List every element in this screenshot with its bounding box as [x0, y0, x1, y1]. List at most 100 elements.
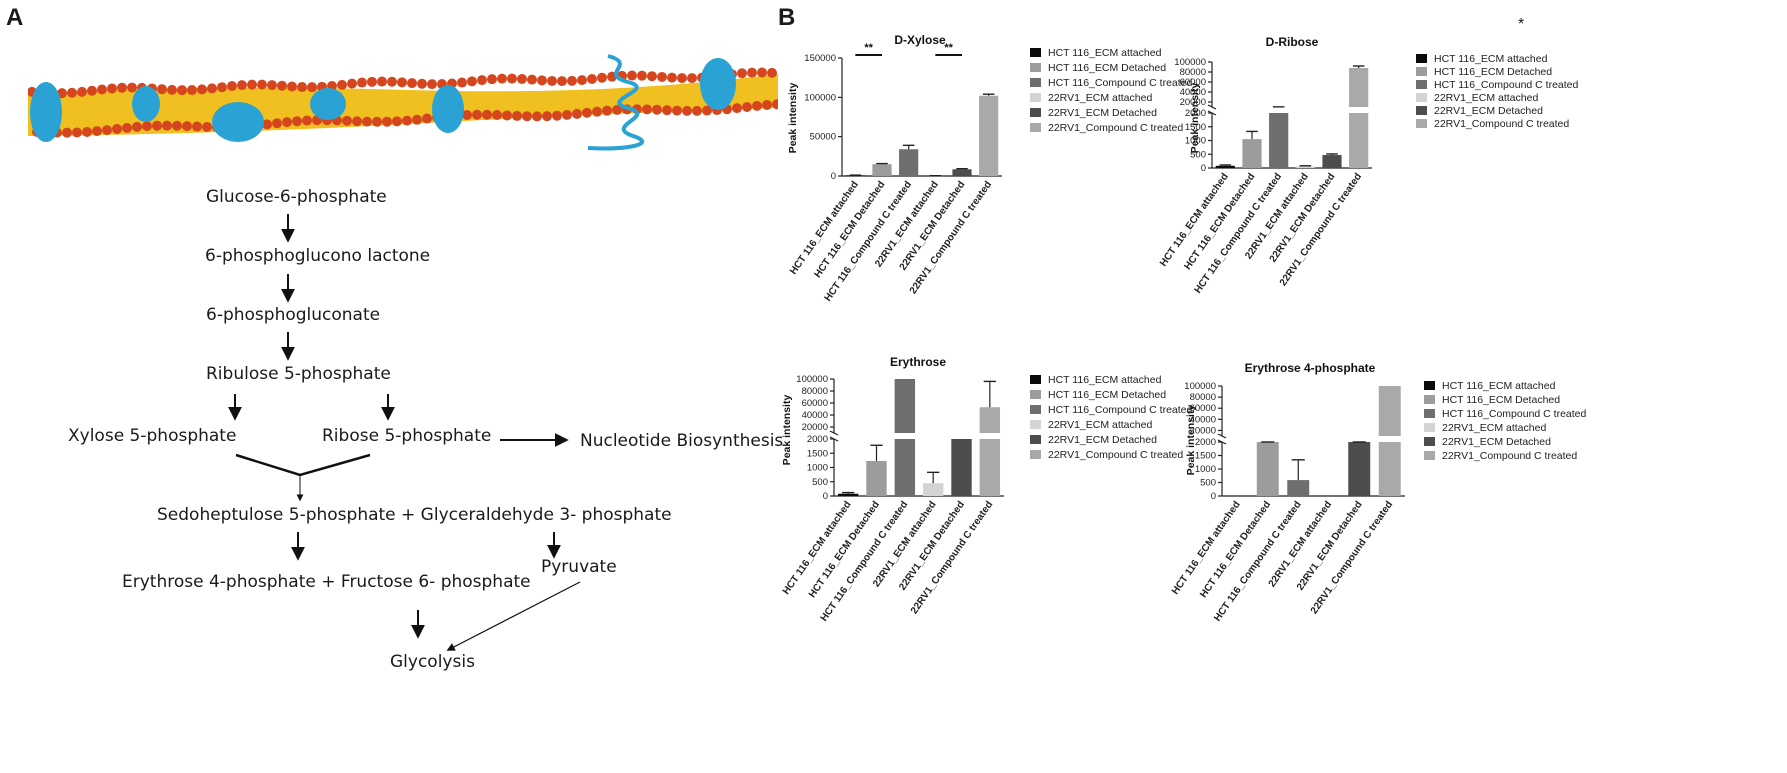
lipid-head — [117, 82, 127, 93]
lipid-head — [107, 83, 117, 94]
node-glucose-6-phosphate: Glucose-6-phosphate — [206, 187, 387, 207]
y-tick-label: 0 — [831, 171, 836, 182]
lipid-head — [472, 109, 482, 120]
legend-swatch — [1424, 409, 1435, 418]
lipid-head — [752, 100, 762, 111]
axes — [1207, 61, 1372, 169]
lipid-head — [527, 74, 537, 85]
lipid-head — [167, 84, 177, 95]
y-tick-label: 80000 — [1190, 392, 1216, 403]
node-pyruvate: Pyruvate — [541, 557, 617, 577]
legend-label: 22RV1_Compound C treated — [1434, 118, 1569, 130]
lipid-head — [692, 105, 702, 116]
lipid-head — [157, 84, 167, 95]
chart-title: D-Xylose — [894, 33, 946, 47]
lipid-head — [282, 117, 292, 128]
node-ribulose-5-phosphate: Ribulose 5-phosphate — [206, 364, 391, 384]
lipid-head — [672, 105, 682, 116]
lipid-head — [577, 75, 587, 86]
bar-break-gap — [893, 433, 917, 439]
lipid-head — [467, 76, 477, 87]
lipid-head — [377, 76, 387, 87]
lipid-head — [482, 109, 492, 120]
lipid-head — [132, 121, 142, 132]
lipid-head — [172, 120, 182, 131]
y-tick-label: 40000 — [1190, 414, 1216, 425]
axes — [838, 57, 1002, 177]
chart-title: Erythrose — [890, 355, 946, 369]
lipid-head — [567, 75, 577, 86]
y-tick-label: 1000 — [1185, 136, 1206, 147]
y-tick-label: 60000 — [1190, 403, 1216, 414]
lipid-head — [122, 122, 132, 133]
node-phosphogluconate: 6-phosphogluconate — [206, 305, 381, 325]
legend-swatch — [1030, 78, 1041, 87]
lipid-head — [512, 110, 522, 121]
panel-b-label: B — [778, 4, 796, 31]
lipid-head — [612, 104, 622, 115]
lipid-head — [772, 99, 778, 110]
lipid-head — [62, 127, 72, 138]
lipid-head — [247, 79, 257, 90]
lipid-head — [192, 121, 202, 132]
lipid-head — [82, 126, 92, 137]
lipid-head — [757, 67, 767, 78]
legend-label: HCT 116_ECM Detached — [1048, 62, 1166, 74]
legend-label: 22RV1_ECM Detached — [1434, 105, 1543, 117]
lipid-head — [677, 73, 687, 84]
legend-label: 22RV1_Compound C treated — [1442, 450, 1577, 462]
y-tick-label: 0 — [823, 491, 828, 502]
y-axis-title: Peak intensity — [787, 83, 799, 154]
legend-label: 22RV1_Compound C treated — [1048, 449, 1183, 461]
lipid-head — [207, 83, 217, 94]
membrane-protein — [310, 88, 346, 120]
lipid-head — [57, 88, 67, 99]
bar-break-gap — [978, 433, 1002, 439]
bar — [1295, 166, 1315, 168]
lipid-head — [492, 110, 502, 121]
lipid-head — [417, 78, 427, 89]
legend-swatch — [1416, 80, 1427, 89]
legend-label: HCT 116_ECM attached — [1048, 374, 1162, 386]
bar — [979, 95, 999, 176]
lipid-head — [662, 105, 672, 116]
bar — [979, 407, 1001, 496]
y-tick-label: 20000 — [802, 422, 828, 433]
lipid-head — [287, 81, 297, 92]
lipid-head — [127, 82, 137, 93]
lipid-head — [92, 126, 102, 137]
y-axis-title: Peak intensity — [1185, 405, 1197, 476]
axis-break-mark — [1207, 104, 1217, 110]
lipid-head — [347, 78, 357, 89]
lipid-head — [517, 73, 527, 84]
bar — [899, 149, 919, 176]
lipid-head — [687, 73, 697, 84]
legend-label: 22RV1_ECM Detached — [1442, 436, 1551, 448]
lipid-head — [627, 70, 637, 81]
legend-label: HCT 116_ECM Detached — [1442, 394, 1560, 406]
lipid-head — [747, 67, 757, 78]
lipid-head — [422, 113, 432, 124]
bar — [872, 164, 892, 176]
lipid-head — [102, 125, 112, 136]
node-erythrose-fructose: Erythrose 4-phosphate + Fructose 6- phos… — [122, 572, 531, 592]
lipid-head — [67, 87, 77, 98]
bar — [1287, 480, 1310, 496]
lipid-head — [372, 116, 382, 127]
lipid-head — [297, 82, 307, 93]
y-tick-label: 500 — [1190, 149, 1206, 160]
lipid-head — [647, 71, 657, 82]
legend-swatch — [1030, 435, 1041, 444]
y-tick-label: 40000 — [802, 410, 828, 421]
legend-label: 22RV1_ECM attached — [1442, 422, 1546, 434]
lipid-head — [532, 111, 542, 122]
bar — [1348, 442, 1371, 496]
legend-label: HCT 116_ECM attached — [1048, 47, 1162, 59]
legend-label: 22RV1_ECM Detached — [1048, 107, 1157, 119]
lipid-head — [477, 75, 487, 86]
lipid-head — [357, 77, 367, 88]
lipid-head — [507, 73, 517, 84]
lipid-head — [197, 84, 207, 95]
legend-label: HCT 116_ECM attached — [1434, 53, 1548, 65]
